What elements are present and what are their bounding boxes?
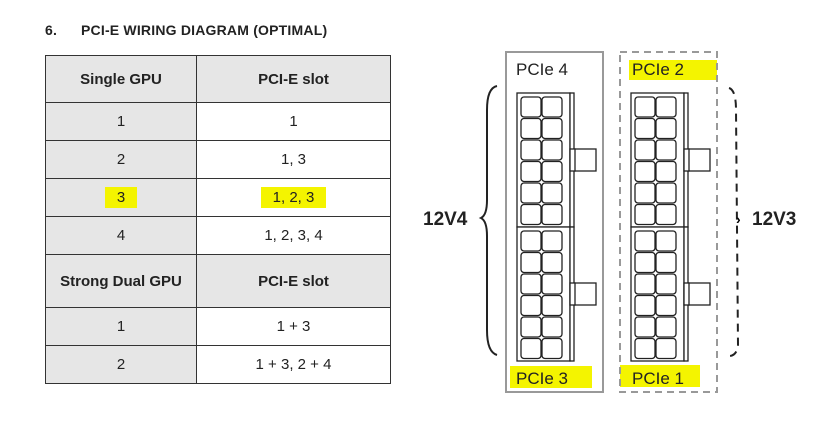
connector-pin bbox=[520, 139, 542, 161]
connector-latch-base bbox=[683, 148, 690, 172]
connector-pin bbox=[655, 117, 677, 140]
label-pcie4: PCIe 4 bbox=[516, 60, 568, 79]
connector-pin bbox=[541, 139, 563, 161]
connector-pin bbox=[520, 160, 542, 183]
left-brace-icon bbox=[478, 85, 498, 356]
label-pcie1: PCIe 1 bbox=[632, 369, 684, 388]
connector-pin bbox=[520, 273, 542, 295]
connector-pin bbox=[520, 316, 542, 338]
highlight-pcie2 bbox=[629, 60, 717, 80]
connector-latch-base bbox=[569, 148, 576, 172]
connector-pin bbox=[655, 316, 677, 338]
header-strong-dual-gpu: Strong Dual GPU bbox=[45, 254, 197, 308]
label-12v3: 12V3 bbox=[752, 209, 796, 230]
right-slot-box bbox=[619, 51, 718, 393]
connector-pin bbox=[634, 203, 656, 226]
highlight-pcie1 bbox=[620, 365, 700, 387]
connector-pin bbox=[541, 294, 563, 317]
table-header-single: Single GPU PCI-E slot bbox=[45, 55, 391, 103]
connector-pin bbox=[655, 203, 677, 226]
connector-pin bbox=[520, 117, 542, 140]
connector-pin bbox=[655, 294, 677, 317]
connector-pin bbox=[520, 96, 542, 118]
label-pcie2: PCIe 2 bbox=[632, 60, 684, 79]
connector-pin bbox=[541, 230, 563, 252]
connector-pin bbox=[634, 139, 656, 161]
connector-pin bbox=[520, 251, 542, 274]
connector-pin bbox=[541, 337, 563, 360]
connector-pin bbox=[541, 117, 563, 140]
connector-pin bbox=[655, 230, 677, 252]
connector-pin bbox=[634, 96, 656, 118]
connector-pin bbox=[655, 251, 677, 274]
connector-pin bbox=[541, 251, 563, 274]
connector-pin bbox=[634, 160, 656, 183]
connector-pin bbox=[541, 160, 563, 183]
connector-pin bbox=[655, 273, 677, 295]
header-single-gpu: Single GPU bbox=[45, 55, 197, 103]
connector-pin bbox=[634, 251, 656, 274]
connector-pin bbox=[655, 160, 677, 183]
connector-pin bbox=[634, 182, 656, 204]
connector-pin bbox=[634, 294, 656, 317]
connector-pin bbox=[634, 337, 656, 360]
connector-pin bbox=[541, 273, 563, 295]
connector-pin bbox=[634, 117, 656, 140]
connector-latch bbox=[573, 282, 597, 306]
highlight-pcie3 bbox=[510, 366, 592, 388]
connector-latch bbox=[573, 148, 597, 172]
connector-pin bbox=[541, 96, 563, 118]
connector-pin bbox=[520, 230, 542, 252]
connector-pin bbox=[520, 182, 542, 204]
table-header-dual: Strong Dual GPU PCI-E slot bbox=[45, 254, 391, 308]
connector-pin bbox=[655, 182, 677, 204]
connector-pin bbox=[541, 203, 563, 226]
left-slot-box bbox=[505, 51, 604, 393]
label-pcie3: PCIe 3 bbox=[516, 369, 568, 388]
connector-pin bbox=[520, 294, 542, 317]
connector-latch-base bbox=[683, 282, 690, 306]
connector-pin bbox=[655, 139, 677, 161]
connector-pin bbox=[634, 316, 656, 338]
connector-pin bbox=[520, 337, 542, 360]
connector-latch bbox=[687, 148, 711, 172]
connector-pin bbox=[655, 96, 677, 118]
connector-pin bbox=[655, 337, 677, 360]
label-12v4: 12V4 bbox=[423, 209, 468, 230]
header-pcie-slot: PCI-E slot bbox=[196, 55, 391, 103]
connector-pin bbox=[520, 203, 542, 226]
section-title: 6.PCI-E WIRING DIAGRAM (OPTIMAL) bbox=[45, 22, 328, 38]
connector-pin bbox=[634, 273, 656, 295]
connector-latch-base bbox=[569, 282, 576, 306]
right-dashed-brace-icon bbox=[728, 87, 740, 357]
brace-tip-icon: › bbox=[736, 211, 741, 227]
connector-pin bbox=[541, 182, 563, 204]
header-pcie-slot: PCI-E slot bbox=[196, 254, 391, 308]
connector-latch bbox=[687, 282, 711, 306]
connector-pin bbox=[634, 230, 656, 252]
connector-pin bbox=[541, 316, 563, 338]
